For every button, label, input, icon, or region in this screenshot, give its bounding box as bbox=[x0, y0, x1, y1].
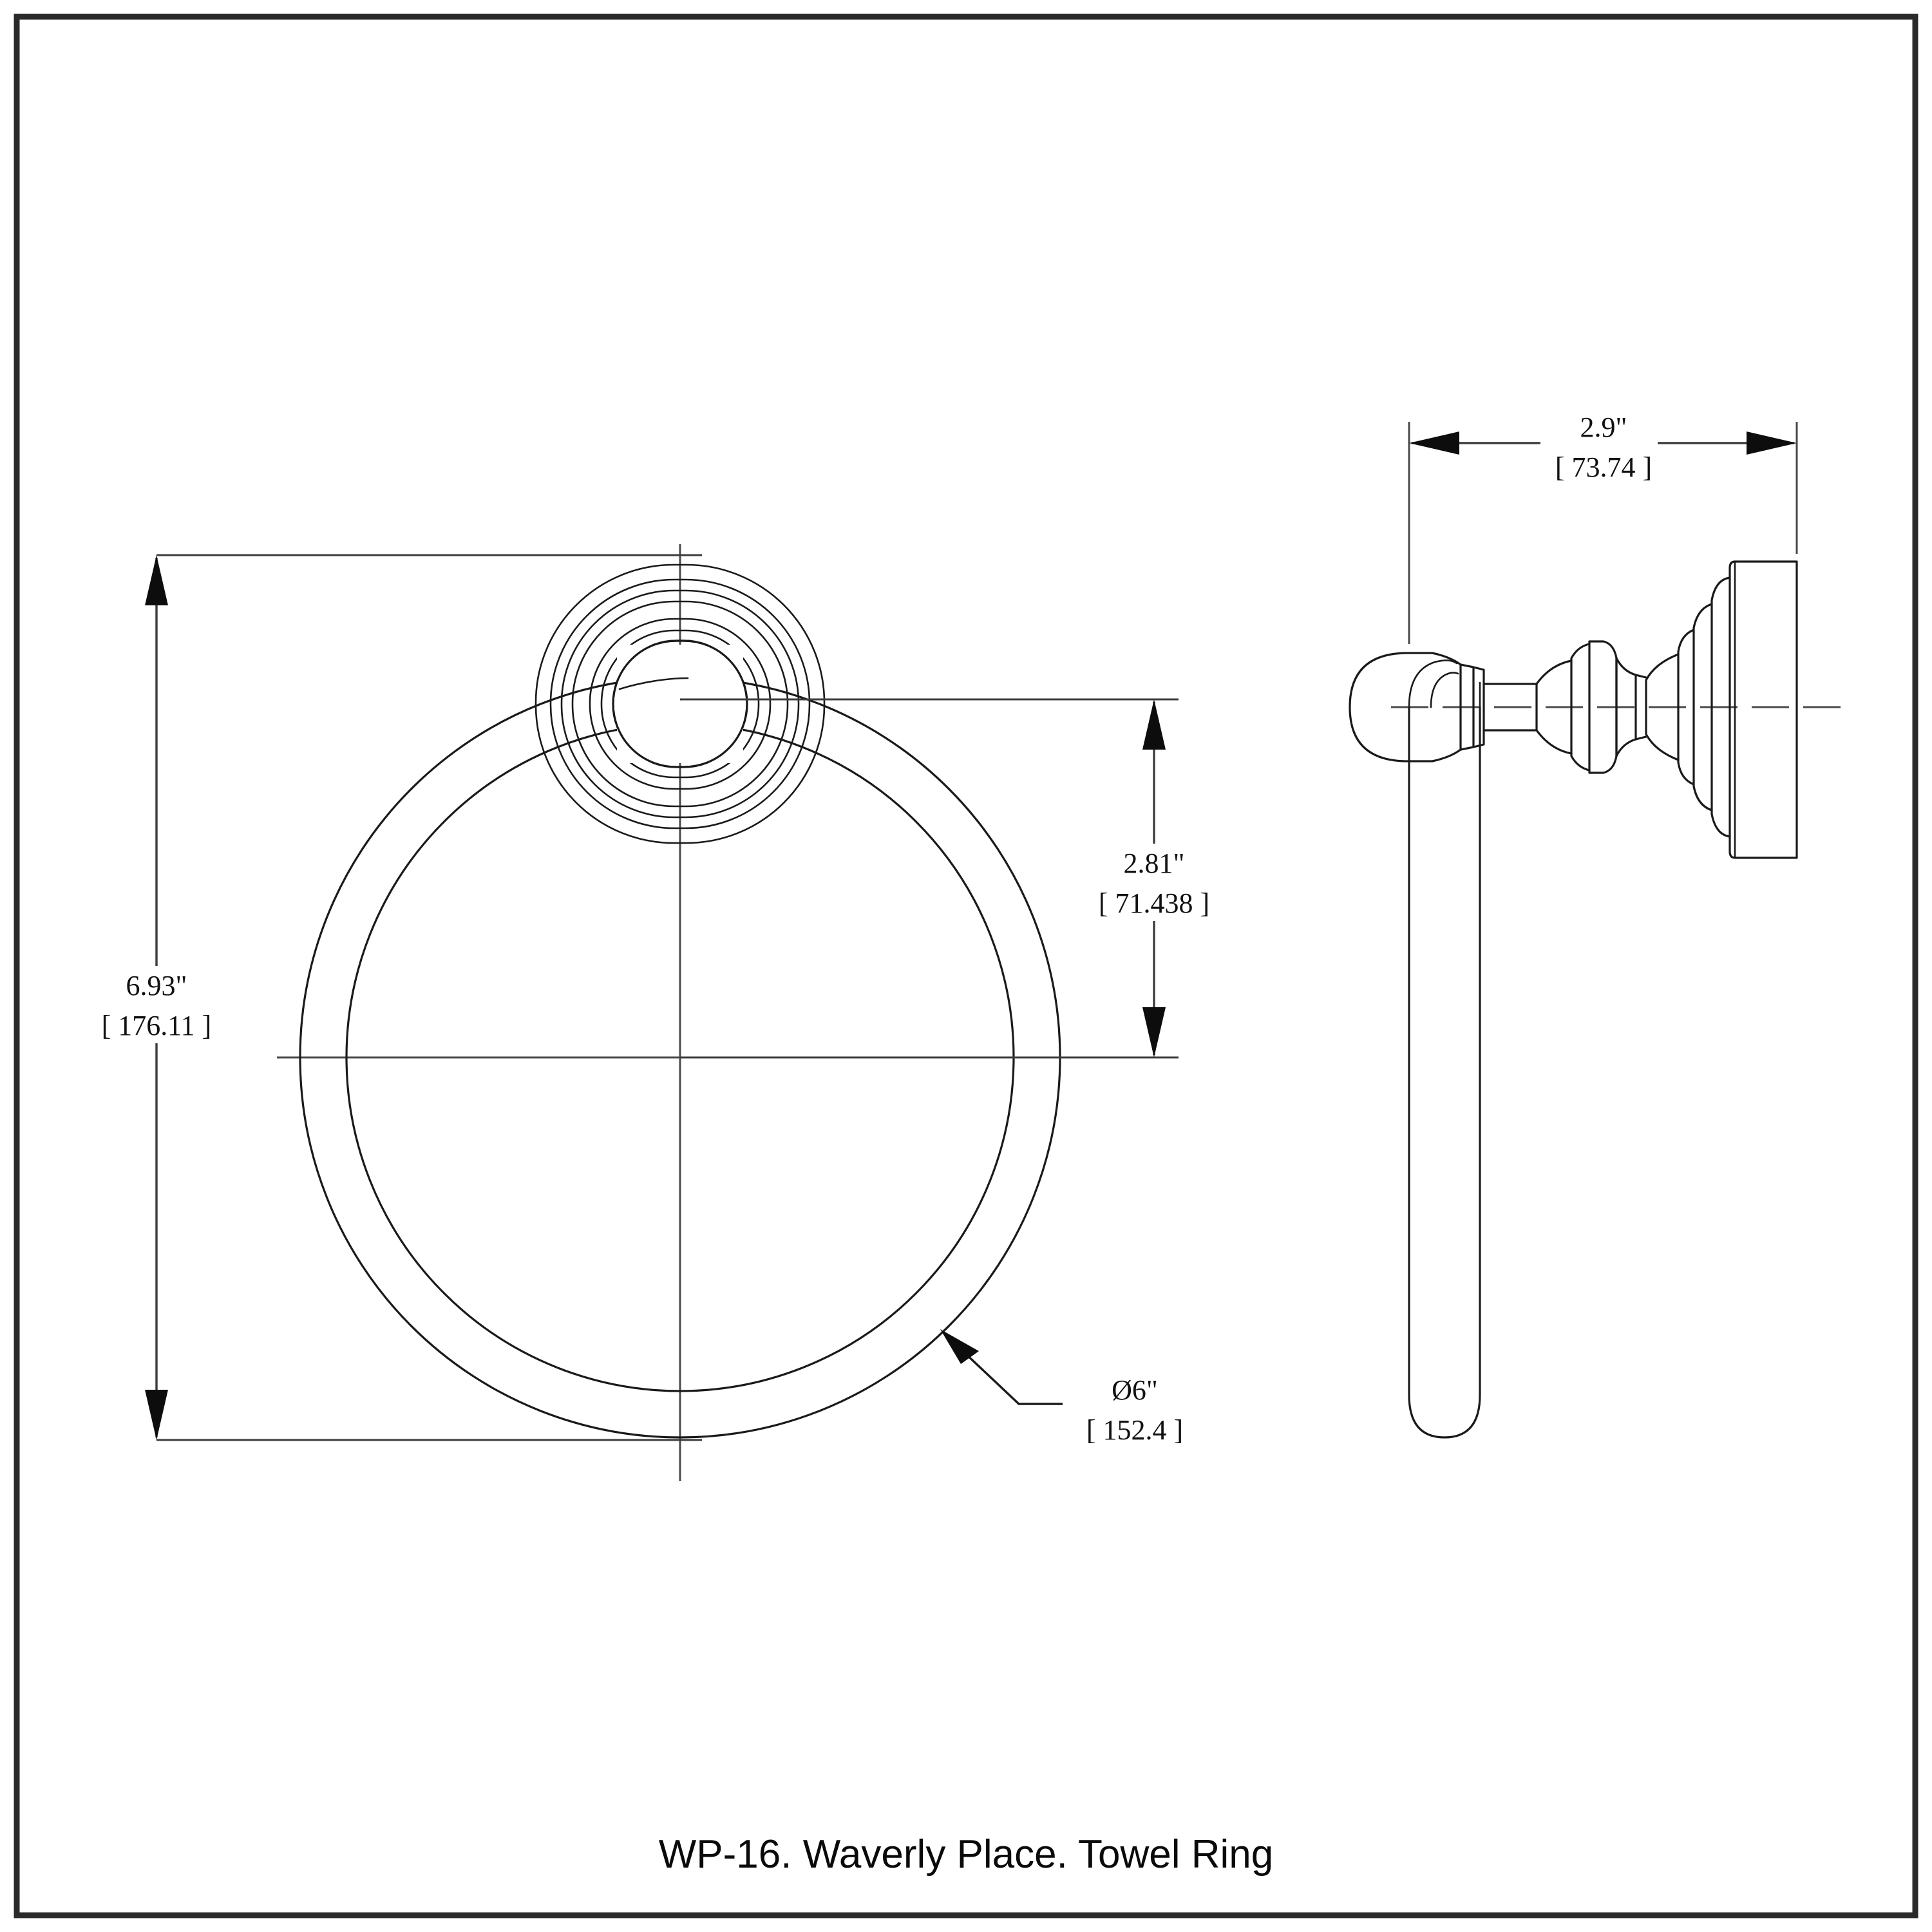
escutcheon-step-2 bbox=[1692, 603, 1713, 811]
side-post-head bbox=[1349, 652, 1462, 762]
diameter-label-mm: [ 152.4 ] bbox=[1086, 1414, 1183, 1446]
center-label-mm: [ 71.438 ] bbox=[1099, 887, 1209, 919]
escutcheon-bead-ring bbox=[1634, 674, 1647, 741]
diameter-label-inches: Ø6" bbox=[1112, 1374, 1158, 1406]
height-label-mm: [ 176.11 ] bbox=[102, 1010, 212, 1041]
height-arrow-bottom bbox=[145, 1390, 168, 1440]
rosette-ring-4 bbox=[571, 600, 789, 808]
side-wall-plate bbox=[1728, 560, 1798, 859]
stem-flare bbox=[1535, 659, 1573, 755]
side-tapered-stem bbox=[1482, 659, 1573, 755]
ring-eye-arc-inner bbox=[1430, 672, 1459, 708]
side-profile-view: 2.9" [ 73.74 ] bbox=[1349, 412, 1855, 1439]
ring-eye-arc-outer bbox=[1408, 659, 1458, 708]
escutcheon-cove bbox=[1645, 653, 1680, 761]
dimension-mount-to-ring-center: 2.81" [ 71.438 ] bbox=[680, 698, 1209, 1059]
center-label-inches: 2.81" bbox=[1124, 848, 1185, 879]
escutcheon-step-3 bbox=[1677, 629, 1695, 786]
rosette-ring-6 bbox=[600, 629, 760, 779]
depth-arrow-right bbox=[1747, 431, 1797, 455]
rosette-post-overlay bbox=[612, 639, 748, 768]
center-arrow-top bbox=[1142, 699, 1166, 750]
wall-plate-body bbox=[1728, 560, 1798, 859]
depth-arrow-left bbox=[1409, 431, 1459, 455]
front-elevation-view: 6.93" [ 176.11 ] 2.81" [ 71.438 ] Ø6" [ … bbox=[102, 544, 1209, 1481]
side-ball-knuckle bbox=[1570, 640, 1618, 774]
post-edge-highlight bbox=[618, 677, 689, 690]
ring-tube-profile bbox=[1408, 706, 1481, 1439]
rosette-ring-5 bbox=[589, 618, 772, 790]
center-arrow-bottom bbox=[1142, 1007, 1166, 1057]
ball-knuckle-shoulder bbox=[1570, 643, 1591, 772]
rosette-ring-2 bbox=[549, 578, 811, 829]
dimension-overall-height: 6.93" [ 176.11 ] bbox=[102, 554, 702, 1441]
height-arrow-top bbox=[145, 555, 168, 605]
dimension-projection-depth: 2.9" [ 73.74 ] bbox=[1409, 412, 1797, 483]
drawing-title: WP-16. Waverly Place. Towel Ring bbox=[659, 1832, 1273, 1877]
sheet-border bbox=[14, 14, 1918, 1918]
post-occluder bbox=[617, 645, 743, 763]
diameter-leader-line bbox=[949, 1338, 1063, 1405]
escutcheon-step-1 bbox=[1710, 576, 1731, 838]
height-label-inches: 6.93" bbox=[126, 970, 187, 1001]
dimension-ring-diameter: Ø6" [ 152.4 ] bbox=[940, 1329, 1183, 1446]
side-collar bbox=[1459, 663, 1485, 751]
rosette-ring-1 bbox=[535, 564, 826, 844]
side-ring-tube bbox=[1408, 681, 1481, 1439]
side-escutcheon-profile bbox=[1615, 576, 1731, 838]
depth-label-inches: 2.9" bbox=[1580, 412, 1627, 443]
post-head-outline bbox=[1349, 652, 1462, 762]
rosette-center-post-front bbox=[612, 639, 748, 768]
diameter-leader-arrow bbox=[940, 1329, 979, 1364]
rosette-ring-3 bbox=[560, 589, 800, 819]
depth-label-mm: [ 73.74 ] bbox=[1555, 451, 1652, 483]
